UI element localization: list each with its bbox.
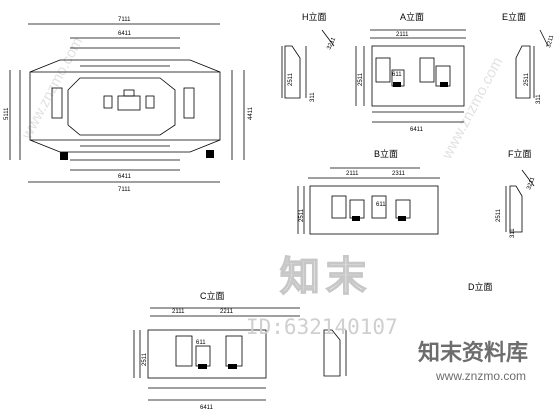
plan-column-marks xyxy=(60,150,214,160)
plan-dim-bottom-outer: 7111 xyxy=(118,187,131,193)
elevation-e-label: E立面 xyxy=(502,11,526,22)
elevation-e-dim-diag: 3211 xyxy=(546,34,555,49)
elevation-c-dim-top-right: 2211 xyxy=(220,309,234,315)
elevation-c-dim-top-left: 2111 xyxy=(172,309,185,315)
elevation-d-label: D立面 xyxy=(468,281,493,292)
elevation-f xyxy=(505,169,535,233)
elevation-b-label: B立面 xyxy=(374,148,398,159)
elevation-a-dim-bottom: 6411 xyxy=(410,127,424,133)
elevation-f-dim-width: 311 xyxy=(510,228,516,238)
floor-plan xyxy=(9,23,245,183)
elevation-e-dim-height: 2511 xyxy=(524,72,530,86)
plan-dim-top-outer: 7111 xyxy=(118,17,131,23)
watermark-site-url: www.znzmo.com xyxy=(435,369,526,383)
elevation-h-dim-diag: 3211 xyxy=(326,36,337,51)
elevation-f-dim-diag: 3211 xyxy=(526,176,536,191)
elevation-a xyxy=(355,29,466,123)
plan-dim-left: 5111 xyxy=(4,107,10,120)
elevation-b xyxy=(297,167,440,235)
elevation-b-dim-top-right: 2311 xyxy=(392,171,406,177)
elevation-a-dim-top: 2111 xyxy=(396,32,409,38)
elevation-e xyxy=(515,29,549,99)
elevation-d xyxy=(323,329,347,377)
elevation-c-dim-bottom: 6411 xyxy=(200,405,214,411)
watermark-id: ID:632140107 xyxy=(246,315,398,339)
elevation-a-label: A立面 xyxy=(400,11,424,22)
plan-dim-top-inner: 6411 xyxy=(118,31,132,37)
elevation-h xyxy=(281,29,335,99)
watermark-site-name: 知末资料库 xyxy=(418,340,528,366)
plan-dim-right: 4411 xyxy=(248,106,254,120)
elevation-b-dim-height: 2511 xyxy=(299,208,305,222)
elevation-f-label: F立面 xyxy=(508,148,532,159)
elevation-c-dim-height: 2511 xyxy=(142,352,148,366)
elevation-a-dim-height: 2511 xyxy=(358,72,364,86)
elevation-c-fills xyxy=(198,364,237,369)
elevation-h-label: H立面 xyxy=(302,11,327,22)
elevation-b-dim-top-left: 2111 xyxy=(346,171,359,177)
elevation-a-dim-inner: 611 xyxy=(392,72,402,78)
diagonal-watermark-right: www.znzmo.com xyxy=(438,55,506,163)
watermark-brand: 知末 xyxy=(280,254,372,300)
elevation-h-dim-height: 2511 xyxy=(288,72,294,86)
elevation-h-dim-width: 311 xyxy=(310,92,316,102)
elevation-c-dim-inner: 611 xyxy=(196,340,206,346)
elevation-b-dim-inner: 611 xyxy=(376,202,386,208)
elevation-e-dim-width: 311 xyxy=(536,94,542,104)
plan-dim-bottom-inner: 6411 xyxy=(118,174,132,180)
elevation-f-dim-height: 2511 xyxy=(496,208,502,222)
elevation-a-fills xyxy=(393,82,448,87)
elevation-c-label: C立面 xyxy=(200,290,225,301)
elevation-b-fills xyxy=(352,216,406,221)
elevation-c xyxy=(133,307,300,401)
